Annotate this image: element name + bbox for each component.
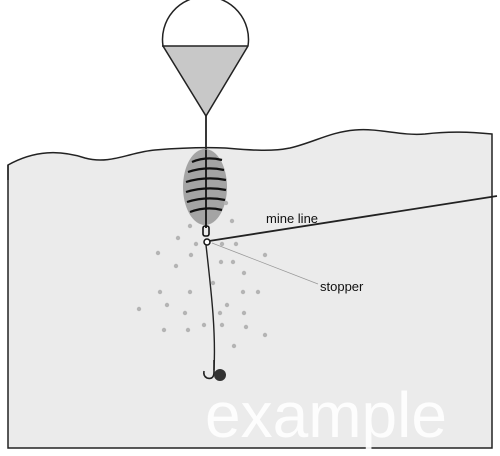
stopper-pointer (211, 242, 319, 285)
groundbait-particle (219, 241, 225, 247)
float-body-fill (162, 46, 248, 116)
groundbait-particle (201, 322, 207, 328)
groundbait-particle (136, 306, 142, 312)
groundbait-particle (210, 280, 216, 286)
groundbait-particle (187, 289, 193, 295)
groundbait-particles (136, 200, 268, 349)
groundbait-particle (175, 235, 181, 241)
groundbait-particle (229, 218, 235, 224)
water-body (7, 128, 493, 449)
groundbait-particle (193, 241, 199, 247)
groundbait-particle (219, 322, 225, 328)
groundbait-particle (262, 332, 268, 338)
groundbait-particle (218, 259, 224, 265)
groundbait-particle (241, 270, 247, 276)
hook (203, 360, 215, 380)
stopper-bead (203, 238, 211, 246)
groundbait-particle (240, 289, 246, 295)
groundbait-particle (231, 343, 237, 349)
groundbait-particle (223, 200, 229, 206)
groundbait-particle (241, 310, 247, 316)
main-line (208, 195, 498, 242)
feeder-swivel (202, 225, 210, 237)
groundbait-particle (233, 241, 239, 247)
groundbait-particle (173, 263, 179, 269)
groundbait-particle (187, 223, 193, 229)
groundbait-particle (161, 327, 167, 333)
watermark: example (205, 379, 447, 451)
feeder-coils (185, 157, 227, 214)
hook-link (205, 244, 216, 371)
groundbait-particle (155, 250, 161, 256)
main-line-label: mine line (266, 211, 318, 226)
groundbait-particle (230, 259, 236, 265)
groundbait-particle (217, 310, 223, 316)
groundbait-particle (182, 310, 188, 316)
groundbait-particle (255, 289, 261, 295)
groundbait-particle (243, 324, 249, 330)
groundbait-particle (185, 327, 191, 333)
groundbait-particle (188, 252, 194, 258)
groundbait-particle (262, 252, 268, 258)
groundbait-particle (157, 289, 163, 295)
groundbait-particle (224, 302, 230, 308)
stopper-label: stopper (320, 279, 364, 294)
float-outline (161, 0, 250, 118)
float (161, 0, 250, 118)
groundbait-particle (164, 302, 170, 308)
bait-ball (214, 369, 226, 381)
feeder (183, 149, 227, 237)
